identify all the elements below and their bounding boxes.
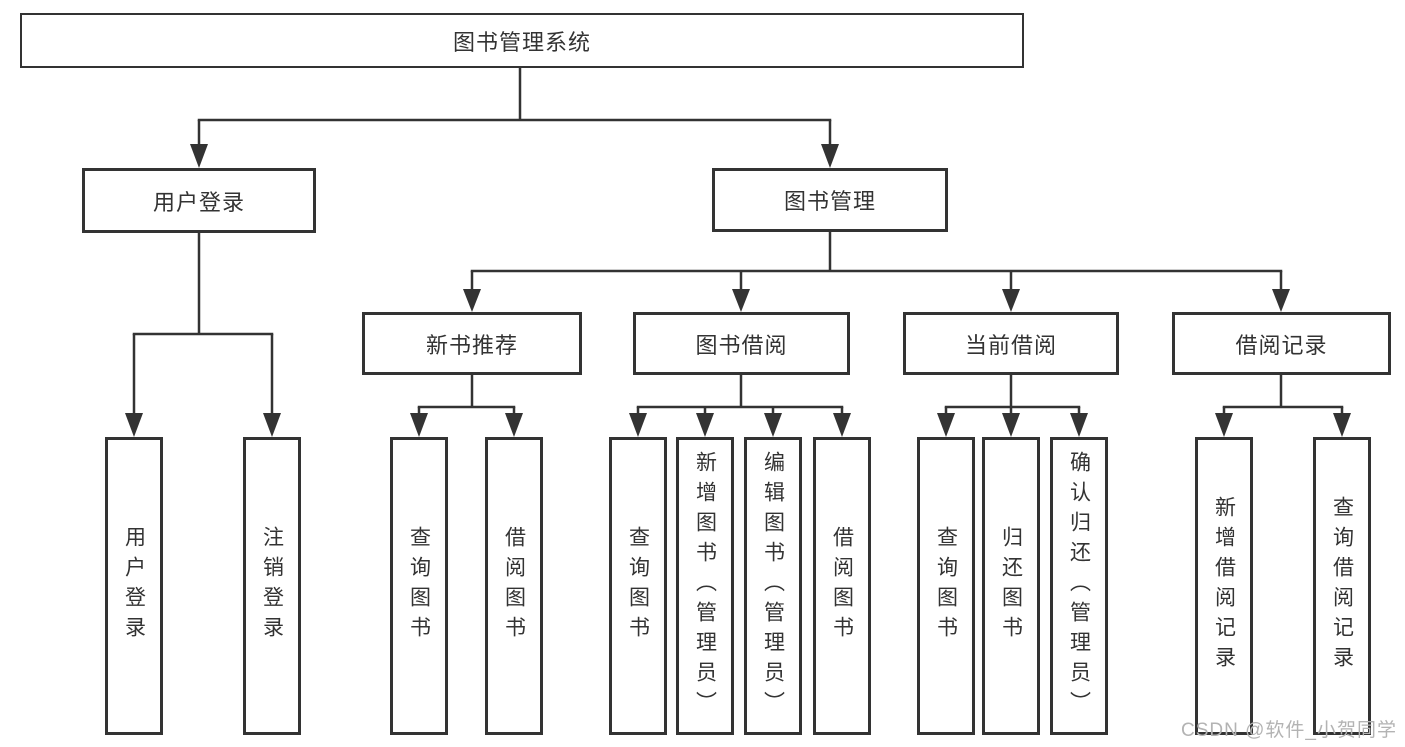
node-label: 查询图书 — [407, 526, 431, 646]
leaf-query-books-borrow: 查询图书 — [609, 437, 667, 735]
node-label: 当前借阅 — [964, 332, 1057, 358]
leaf-query-borrow-record: 查询借阅记录 — [1313, 437, 1371, 735]
node-library-management-system: 图书管理系统 — [20, 13, 1024, 68]
node-user-login: 用户登录 — [82, 168, 316, 233]
leaf-query-books-current: 查询图书 — [917, 437, 975, 735]
node-book-management: 图书管理 — [712, 168, 948, 232]
leaf-edit-books-admin: 编辑图书（管理员） — [744, 437, 802, 735]
node-label: 图书管理系统 — [452, 29, 591, 55]
csdn-watermark: CSDN @软件_小贺同学 — [1181, 720, 1397, 741]
leaf-add-books-admin: 新增图书（管理员） — [676, 437, 734, 735]
leaf-confirm-return-admin: 确认归还（管理员） — [1050, 437, 1108, 735]
node-label: 归还图书 — [999, 526, 1023, 646]
node-label: 查询借阅记录 — [1330, 496, 1354, 676]
leaf-borrow-books: 借阅图书 — [813, 437, 871, 735]
leaf-user-login: 用户登录 — [105, 437, 163, 735]
node-label: 编辑图书（管理员） — [761, 451, 785, 721]
node-label: 借阅图书 — [502, 526, 526, 646]
leaf-logout: 注销登录 — [243, 437, 301, 735]
node-label: 用户登录 — [152, 189, 245, 215]
leaf-add-borrow-record: 新增借阅记录 — [1195, 437, 1253, 735]
node-label: 用户登录 — [122, 526, 146, 646]
node-label: 借阅记录 — [1235, 332, 1328, 358]
node-label: 查询图书 — [934, 526, 958, 646]
leaf-borrow-books-recommend: 借阅图书 — [485, 437, 543, 735]
node-label: 借阅图书 — [830, 526, 854, 646]
node-label: 确认归还（管理员） — [1067, 451, 1091, 721]
node-label: 图书借阅 — [695, 332, 788, 358]
node-label: 图书管理 — [783, 189, 876, 214]
node-label: 新书推荐 — [425, 332, 518, 358]
node-label: 注销登录 — [260, 526, 284, 646]
node-borrow-record: 借阅记录 — [1172, 312, 1391, 375]
node-label: 查询图书 — [626, 526, 650, 646]
node-label: 新增图书（管理员） — [693, 451, 717, 721]
leaf-return-books: 归还图书 — [982, 437, 1040, 735]
leaf-query-books-recommend: 查询图书 — [390, 437, 448, 735]
node-book-borrow: 图书借阅 — [633, 312, 850, 375]
node-label: 新增借阅记录 — [1212, 496, 1236, 676]
node-new-book-recommend: 新书推荐 — [362, 312, 582, 375]
node-current-borrow: 当前借阅 — [903, 312, 1119, 375]
